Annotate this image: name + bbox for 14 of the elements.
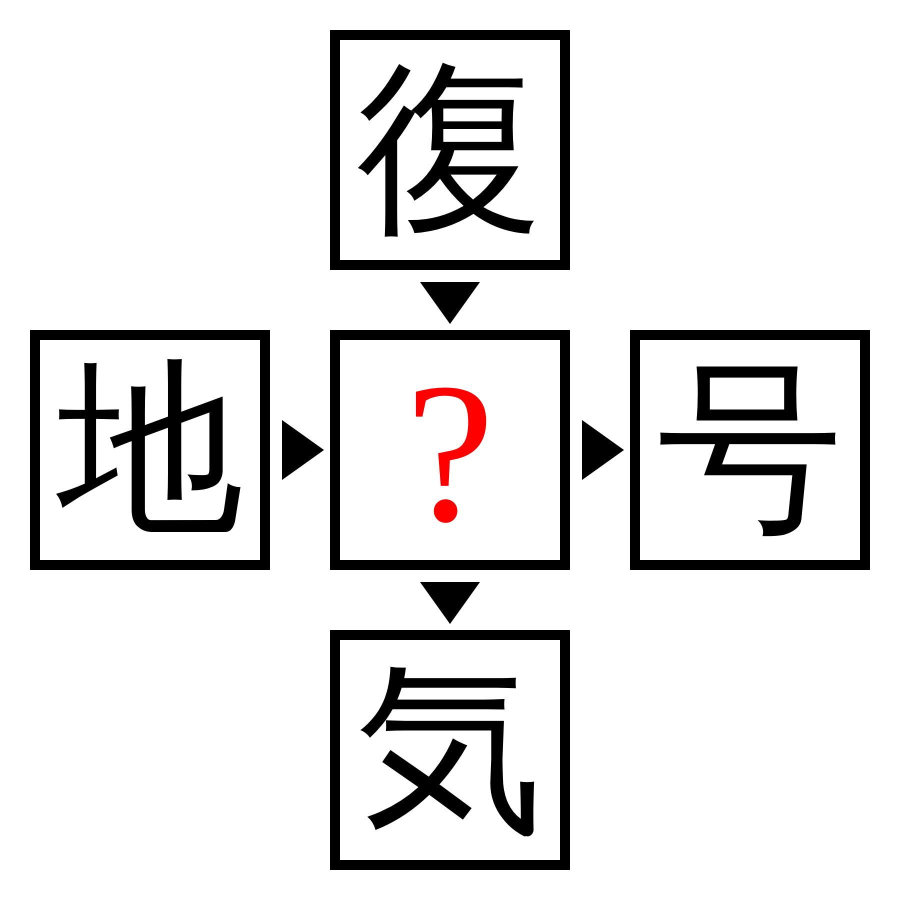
character-box: [30, 330, 270, 570]
arrow: [282, 420, 324, 480]
character-box: [330, 630, 570, 870]
arrow: [420, 582, 480, 624]
character-box: [330, 30, 570, 270]
character-box: [330, 330, 570, 570]
arrow: [582, 420, 624, 480]
kanji-character: 号: [657, 357, 843, 543]
kanji-character: 復: [357, 57, 543, 243]
arrow: [420, 282, 480, 324]
character-box: [630, 330, 870, 570]
question-mark: ?: [406, 354, 494, 554]
kanji-character: 気: [357, 657, 543, 843]
kanji-character: 地: [57, 357, 243, 543]
